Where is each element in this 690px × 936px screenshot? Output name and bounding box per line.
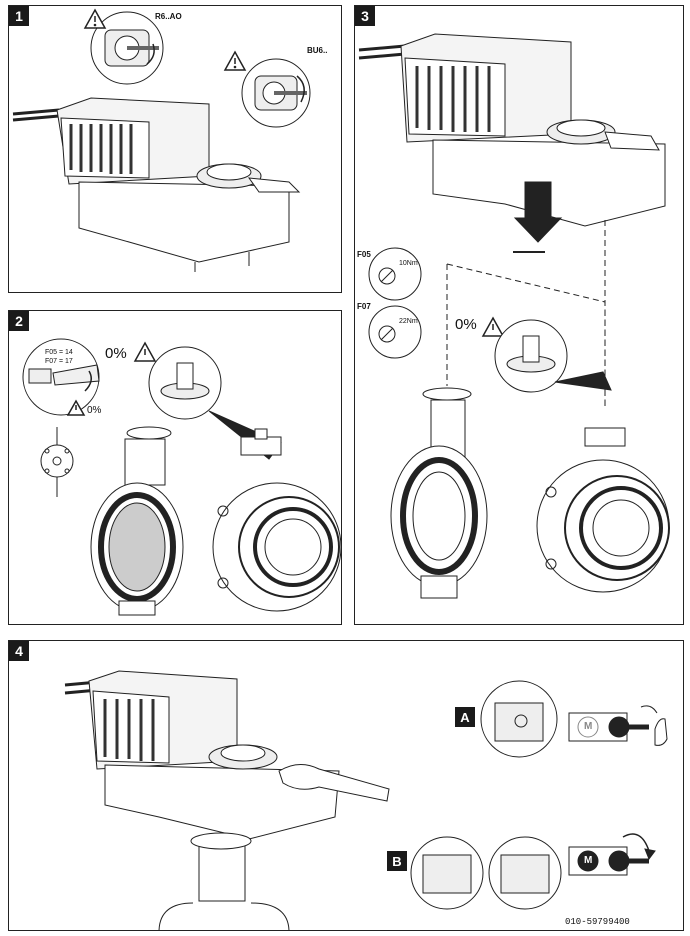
- mounting-illustration: [358, 33, 670, 599]
- zero-percent-label: 0%: [105, 345, 127, 362]
- step-3-panel: 3: [354, 5, 684, 625]
- model-label-r6: R6..AO: [155, 12, 182, 21]
- spindle-f05-label: F05 = 14: [45, 349, 73, 356]
- flange-f07-label: F07: [357, 302, 371, 311]
- actuator-illustration: [12, 8, 311, 272]
- motor-letter-a: M: [584, 721, 593, 732]
- down-arrow-icon: [513, 181, 563, 243]
- torque-f07-label: 22Nm: [399, 318, 418, 325]
- step-1-panel: 1 R6: [8, 5, 342, 293]
- model-label-bu6: BU6..: [307, 46, 328, 55]
- manual-override-illustration: [64, 670, 668, 930]
- rotate-arrow-icon: [644, 848, 656, 861]
- hand-icon: [654, 718, 668, 746]
- step-4-panel: 4: [8, 640, 684, 931]
- option-b-badge: B: [387, 851, 407, 871]
- step-number: 3: [355, 6, 375, 26]
- option-a-badge: A: [455, 707, 475, 727]
- step-number: 1: [9, 6, 29, 26]
- flange-f05-label: F05: [357, 250, 371, 259]
- document-code: 010-59799400: [565, 917, 630, 927]
- valve-illustration: [22, 338, 341, 616]
- zero-percent-small-label: 0%: [87, 405, 102, 416]
- zero-percent-label: 0%: [455, 316, 477, 333]
- motor-letter-b: M: [584, 855, 593, 866]
- step-2-panel: 2 0% 0%: [8, 310, 342, 625]
- wrench-icon: [278, 764, 390, 802]
- step-number: 2: [9, 311, 29, 331]
- spindle-f07-label: F07 = 17: [45, 358, 73, 365]
- torque-f05-label: 10Nm: [399, 260, 418, 267]
- step-number: 4: [9, 641, 29, 661]
